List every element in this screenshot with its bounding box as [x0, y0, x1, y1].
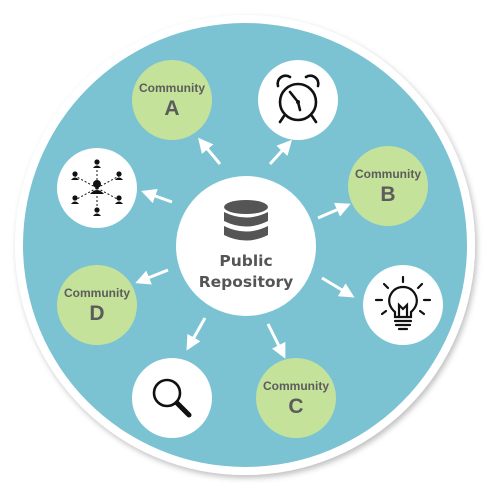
community-d-title: Community	[64, 285, 130, 300]
alarm-clock-node	[258, 60, 338, 140]
database-icon	[224, 200, 268, 241]
arrow-to-lightbulb	[321, 276, 355, 298]
center-label: Public Repository	[199, 251, 294, 293]
community-d-letter: D	[89, 301, 105, 325]
center-label-line1: Public	[219, 252, 273, 270]
arrow-to-community-a	[198, 137, 222, 165]
arrow-to-community-b	[317, 202, 351, 220]
arrow-to-network	[141, 188, 173, 204]
lightbulb-icon	[374, 275, 432, 331]
arrow-to-community-c	[266, 323, 286, 359]
community-c-letter: C	[288, 394, 304, 418]
community-b-title: Community	[355, 166, 421, 181]
lightbulb-node	[363, 265, 443, 345]
community-b-letter: B	[380, 182, 396, 206]
community-d-node: Community D	[57, 265, 137, 345]
community-c-node: Community C	[256, 358, 336, 438]
community-a-title: Community	[139, 80, 205, 95]
public-repository-node: Public Repository	[176, 176, 316, 316]
network-people-node	[57, 148, 137, 228]
community-c-title: Community	[263, 378, 329, 393]
network-people-icon	[71, 159, 123, 216]
arrow-to-magnifier	[186, 317, 207, 351]
magnifier-node	[132, 358, 212, 438]
arrow-to-community-d	[135, 268, 169, 285]
magnifier-icon	[152, 378, 192, 418]
community-a-letter: A	[164, 96, 180, 120]
arrow-to-clock	[268, 139, 293, 166]
center-label-line2: Repository	[198, 273, 294, 291]
alarm-clock-icon	[276, 74, 320, 124]
community-b-node: Community B	[348, 146, 428, 226]
community-a-node: Community A	[132, 60, 212, 140]
